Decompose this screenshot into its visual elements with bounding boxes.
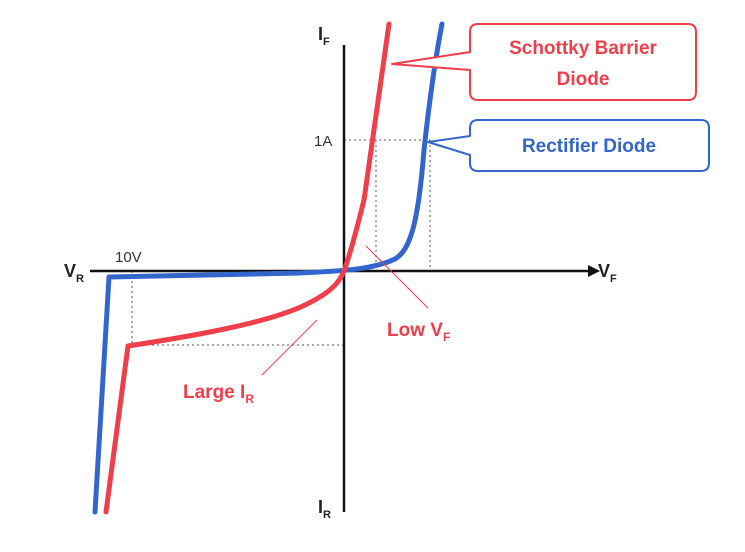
annotation-low-vf: Low VF bbox=[387, 320, 450, 344]
rectifier-diode-curve bbox=[92, 21, 445, 515]
schottky-callout: Schottky Barrier Diode bbox=[391, 23, 697, 101]
tick-label-1a: 1A bbox=[314, 133, 332, 150]
axis-label-ir: IR bbox=[318, 497, 331, 521]
rectifier-callout-line1: Rectifier Diode bbox=[522, 136, 656, 157]
large-ir-pointer bbox=[261, 319, 318, 376]
low-vf-pointer bbox=[365, 245, 429, 309]
rectifier-callout-box bbox=[427, 119, 710, 172]
right-axis-arrow bbox=[588, 265, 600, 277]
guide-lines bbox=[131, 139, 431, 346]
annotation-large-ir: Large IR bbox=[183, 382, 254, 406]
schottky-diode-curve bbox=[103, 21, 392, 515]
axis-label-vr: VR bbox=[64, 261, 84, 285]
schottky-callout-line2: Diode bbox=[557, 69, 610, 90]
axis-label-if: IF bbox=[318, 24, 330, 48]
rectifier-callout: Rectifier Diode bbox=[427, 119, 710, 172]
schottky-callout-line1: Schottky Barrier bbox=[509, 38, 657, 59]
axis-label-vf: VF bbox=[598, 261, 617, 285]
schottky-callout-box bbox=[391, 23, 697, 101]
tick-label-10v: 10V bbox=[115, 249, 142, 266]
